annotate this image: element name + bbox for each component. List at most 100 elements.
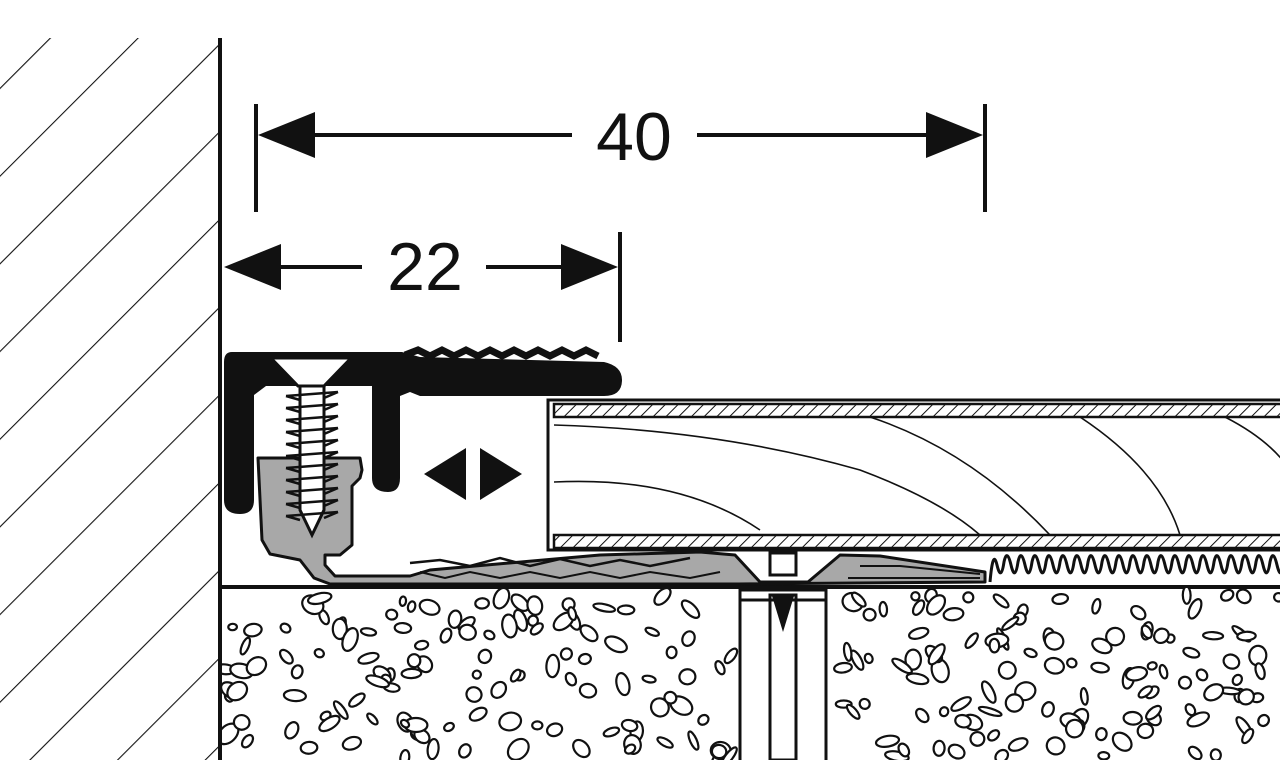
aggregate-stone xyxy=(942,607,965,622)
wood-grain xyxy=(554,417,1280,535)
aggregate-stone xyxy=(1153,627,1170,645)
aggregate-stone xyxy=(240,733,255,749)
aggregate-stone xyxy=(559,647,573,661)
aggregate-stone xyxy=(1043,656,1065,675)
aggregate-stone xyxy=(980,680,997,704)
aggregate-stone xyxy=(925,594,947,616)
aggregate-stone xyxy=(1195,668,1209,682)
aggregate-stone xyxy=(290,664,304,680)
aggregate-stone xyxy=(997,660,1017,680)
aggregate-stone xyxy=(1236,630,1257,642)
aggregate-stone xyxy=(399,718,411,729)
aggregate-stone xyxy=(1203,683,1225,702)
aggregate-stone xyxy=(447,609,463,629)
aggregate-stone xyxy=(1137,685,1154,699)
aggregate-stone xyxy=(908,626,930,640)
aggregate-stone xyxy=(545,653,561,679)
aggregate-stone xyxy=(687,730,700,751)
aggregate-stone xyxy=(477,648,493,665)
aggregate-stone xyxy=(400,667,423,680)
aggregate-stone xyxy=(1111,731,1133,752)
aggregate-stone xyxy=(331,617,348,641)
aggregate-stone xyxy=(284,721,300,740)
aggregate-stone xyxy=(950,696,972,712)
aggregate-stone xyxy=(656,736,674,749)
aggregate-stone xyxy=(1145,704,1162,721)
aggregate-stone xyxy=(545,722,564,738)
aggregate-stone xyxy=(954,713,972,729)
aggregate-stone xyxy=(1130,604,1147,621)
aggregate-stone xyxy=(1023,647,1038,659)
aggregate-stone xyxy=(1202,630,1225,641)
gray-base-insert xyxy=(256,456,987,586)
aggregate-stone xyxy=(1235,588,1252,605)
aggregate-stone xyxy=(1079,687,1089,706)
aggregate-stone xyxy=(465,686,483,703)
aggregate-stone xyxy=(1187,598,1203,620)
aggregate-stone xyxy=(483,629,496,641)
aggregate-stone xyxy=(526,595,544,616)
aggregate-stone xyxy=(1090,661,1110,674)
aggregate-stone xyxy=(299,740,319,755)
aggregate-stone xyxy=(849,649,865,671)
aggregate-stone xyxy=(897,742,911,758)
aggregate-stone xyxy=(1064,718,1085,739)
aggregate-stone xyxy=(1273,591,1280,603)
dimension-label-22: 22 xyxy=(387,229,463,305)
aggregate-stone xyxy=(313,648,325,659)
aggregate-stone xyxy=(833,661,853,674)
aggregate-stone xyxy=(1051,593,1070,605)
aggregate-stone xyxy=(471,669,482,680)
aggregate-stone xyxy=(911,599,926,616)
aggregate-stone xyxy=(1043,631,1065,651)
aggregate-stone xyxy=(620,718,639,733)
aggregate-stone xyxy=(341,735,363,751)
aggregate-stone xyxy=(279,622,292,634)
aggregate-stone xyxy=(663,690,678,705)
aggregate-stone xyxy=(439,627,453,644)
aggregate-stone xyxy=(490,680,508,699)
aggregate-stone xyxy=(623,743,637,755)
aggregate-stone xyxy=(341,627,359,652)
aggregate-stone xyxy=(641,674,657,684)
aggregate-stone xyxy=(874,734,901,748)
aggregate-stone xyxy=(492,588,511,610)
aggregate-stone xyxy=(969,730,986,747)
aggregate-stone xyxy=(243,622,263,638)
aggregate-stone xyxy=(850,591,867,608)
aggregate-stone xyxy=(1254,662,1266,681)
aggregate-stone xyxy=(710,743,728,760)
aggregate-stone xyxy=(845,703,861,720)
aggregate-stone xyxy=(947,743,966,760)
aggregate-stone xyxy=(665,645,678,660)
aggregate-stone xyxy=(714,660,726,676)
aggregate-stone xyxy=(282,688,307,703)
aggregate-stone xyxy=(458,743,472,759)
aggregate-stone xyxy=(863,652,874,665)
aggregate-stone xyxy=(474,597,490,610)
underlay xyxy=(988,554,1280,583)
aggregate-stone xyxy=(506,737,530,760)
aggregate-stone xyxy=(1187,745,1203,760)
aggregate-stone xyxy=(910,591,921,602)
aggregate-stone xyxy=(653,588,672,606)
aggregate-stone xyxy=(232,713,251,731)
screw-icon xyxy=(264,353,358,539)
aggregate-stone xyxy=(862,607,877,622)
aggregate-stone xyxy=(468,706,488,722)
dimension-40 xyxy=(254,104,987,212)
aggregate-stone xyxy=(904,648,923,671)
aggregate-stone xyxy=(858,697,871,710)
aggregate-stone xyxy=(1124,666,1149,682)
dimension-label-40: 40 xyxy=(596,99,672,175)
aggregate-stone xyxy=(579,624,599,643)
aggregate-stone xyxy=(1045,736,1066,756)
aggregate-stone xyxy=(567,606,578,622)
aggregate-stone xyxy=(842,641,853,662)
aggregate-stone xyxy=(1041,701,1055,718)
aggregate-stone xyxy=(1237,688,1255,706)
aggregate-stone xyxy=(226,680,249,702)
aggregate-stone xyxy=(938,706,950,718)
aggregate-stone xyxy=(443,721,455,733)
